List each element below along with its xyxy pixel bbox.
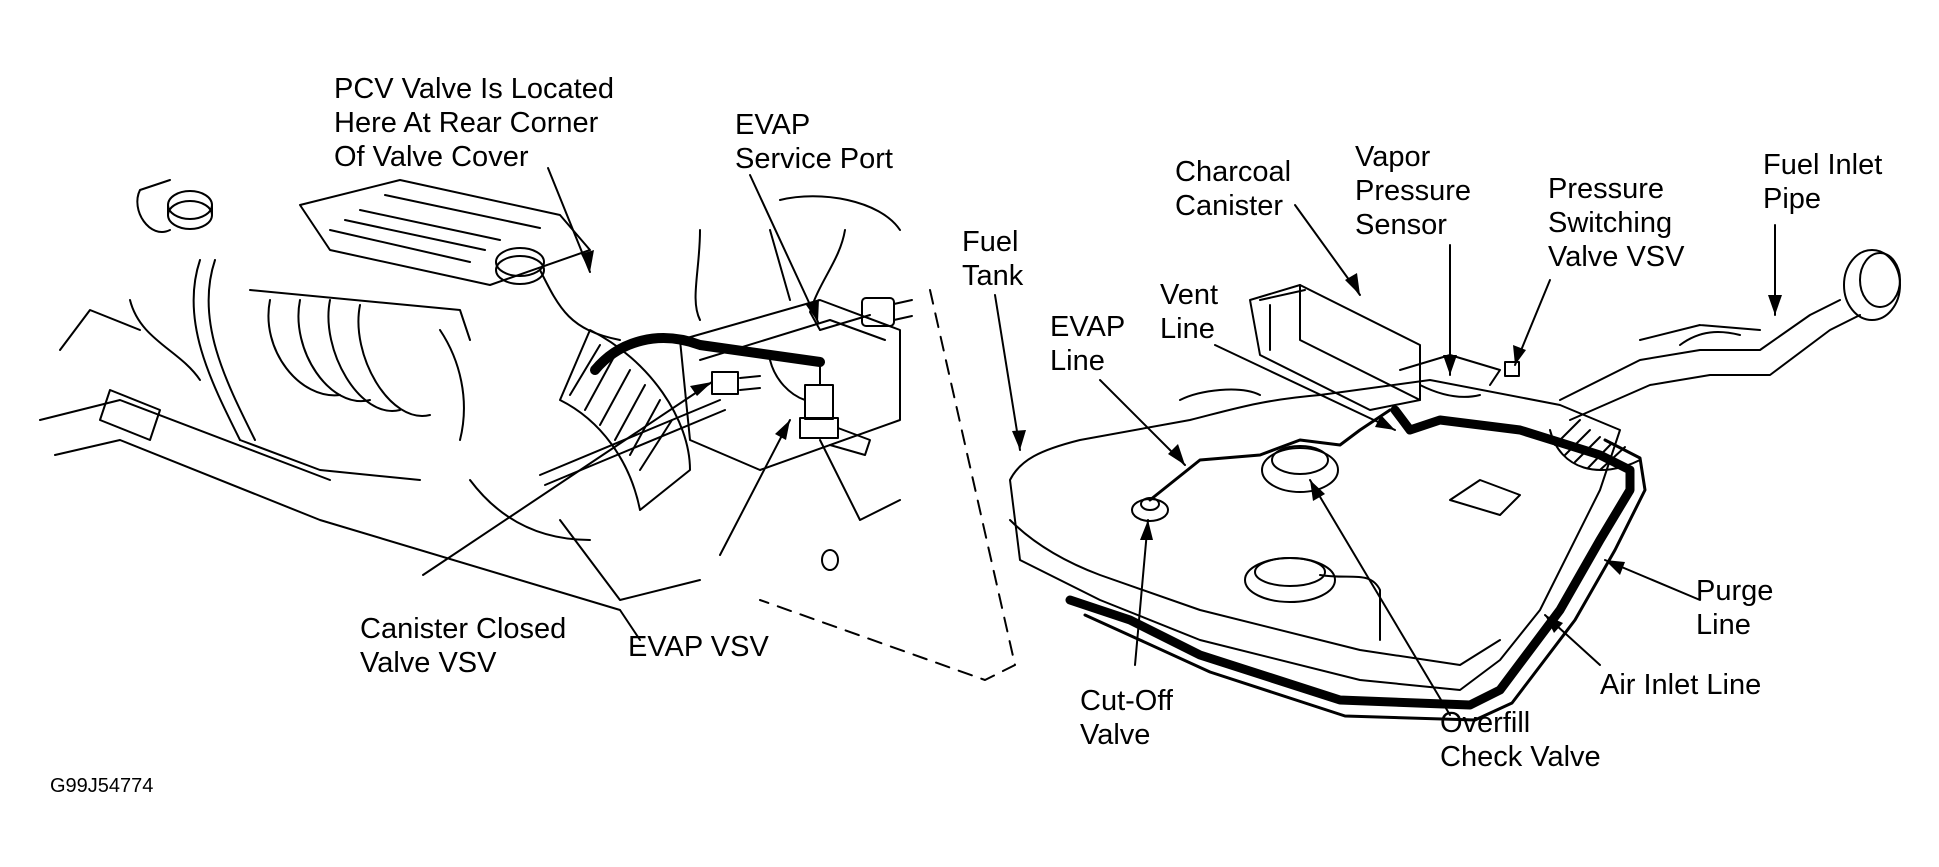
fuel-inlet-pipe-part — [1549, 249, 1901, 471]
label-overfill-check-valve: Overfill Check Valve — [1440, 707, 1601, 773]
label-pressure-switching-valve: Pressure Switching Valve VSV — [1548, 173, 1685, 273]
fuel-tank-drawing — [1009, 379, 1621, 691]
view-outline — [759, 289, 1016, 681]
label-canister-closed-valve: Canister Closed Valve VSV — [360, 613, 567, 679]
sensor-parts — [1399, 354, 1520, 398]
purge-line — [1065, 405, 1635, 710]
label-fuel-inlet-pipe: Fuel Inlet Pipe — [1763, 149, 1883, 215]
leader-arrowheads — [581, 250, 1782, 633]
charcoal-canister-part — [1249, 284, 1421, 411]
label-evap-vsv: EVAP VSV — [628, 631, 769, 663]
label-pcv-valve: PCV Valve Is Located Here At Rear Corner… — [334, 73, 614, 173]
vsv-parts — [711, 359, 871, 456]
label-evap-service-port: EVAP Service Port — [735, 109, 893, 175]
vent-and-evap-lines — [1148, 408, 1392, 502]
engine-bay-drawing — [39, 179, 901, 641]
figure-code: G99J54774 — [50, 775, 154, 797]
label-cut-off-valve: Cut-Off Valve — [1080, 685, 1173, 751]
air-inlet-line — [1083, 438, 1647, 722]
purge-hose-engine — [590, 333, 825, 375]
label-charcoal-canister: Charcoal Canister — [1175, 156, 1292, 222]
label-air-inlet-line: Air Inlet Line — [1600, 669, 1762, 701]
label-evap-line: EVAP Line — [1050, 311, 1126, 377]
label-fuel-tank: Fuel Tank — [962, 226, 1024, 292]
label-vent-line: Vent Line — [1160, 279, 1219, 345]
label-purge-line: Purge Line — [1696, 575, 1774, 641]
evap-service-port-part — [809, 229, 913, 331]
label-vapor-pressure-sensor: Vapor Pressure Sensor — [1355, 141, 1472, 241]
